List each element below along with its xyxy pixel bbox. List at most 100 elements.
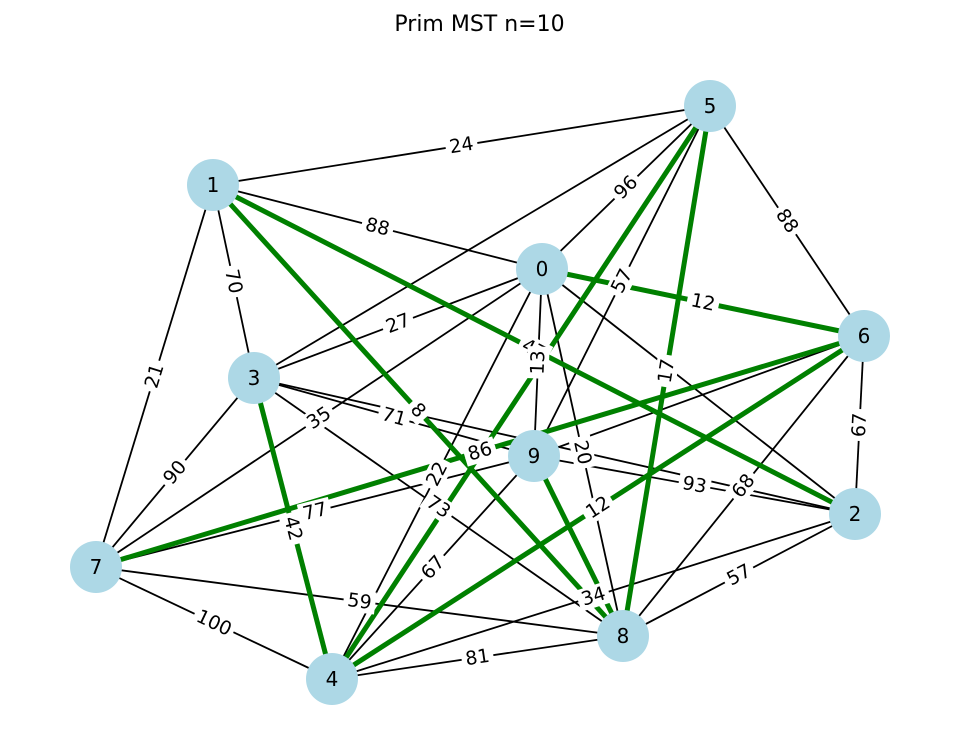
edge-label-4-8: 81 <box>460 644 495 671</box>
edge-label-7-8: 59 <box>342 588 377 615</box>
edge-weight-text: 24 <box>448 133 475 159</box>
edge-label-background <box>189 603 239 643</box>
edge-label-background <box>719 557 759 593</box>
edge-label-9-2: 93 <box>676 471 713 499</box>
edge-label-1-8: 8 <box>402 395 434 426</box>
edge-label-1-3: 70 <box>219 263 248 300</box>
edge-label-background <box>278 510 308 547</box>
edge-9-8-mst <box>531 454 626 638</box>
node-label: 8 <box>617 624 630 648</box>
edge-label-background <box>375 402 413 432</box>
node-circle <box>838 310 890 362</box>
edge-label-background <box>568 434 597 471</box>
node-2: 2 <box>829 488 881 540</box>
edge-0-2 <box>541 268 856 515</box>
edge-label-background <box>296 496 334 527</box>
edge-label-0-6: 12 <box>685 288 721 317</box>
edge-label-6-4: 12 <box>578 489 618 526</box>
edge-weight-text: 90 <box>159 456 191 489</box>
node-circle <box>829 488 881 540</box>
node-8: 8 <box>597 610 649 662</box>
edge-label-background <box>402 395 434 426</box>
node-label: 1 <box>207 173 220 197</box>
edge-weight-text: 13 <box>526 350 549 375</box>
edge-label-background <box>526 346 550 379</box>
edge-label-background <box>685 288 721 317</box>
node-1: 1 <box>187 159 239 211</box>
node-circle <box>508 430 560 482</box>
edge-label-background <box>768 201 806 241</box>
edge-weight-text: 67 <box>848 412 871 437</box>
edge-label-1-5: 24 <box>443 132 480 159</box>
edge-label-background <box>578 489 618 526</box>
edge-label-0-3: 27 <box>379 307 417 340</box>
edge-label-1-7: 21 <box>139 357 170 395</box>
edge-label-2-8: 57 <box>719 557 759 593</box>
edge-label-background <box>299 399 339 437</box>
edge-label-background <box>419 488 458 526</box>
edge-label-background <box>461 436 499 467</box>
node-label: 7 <box>90 555 103 579</box>
edge-label-7-4: 100 <box>189 603 239 643</box>
node-circle <box>187 159 239 211</box>
edge-label-background <box>414 548 452 587</box>
edge-label-0-7: 35 <box>299 399 339 437</box>
edge-label-background <box>219 263 248 300</box>
diagram-title: Prim MST n=10 <box>394 12 565 37</box>
node-label: 3 <box>248 366 261 390</box>
edge-weight-text: 12 <box>689 289 717 315</box>
edge-label-6-7: 86 <box>461 436 499 467</box>
edge-label-6-8: 68 <box>724 466 763 506</box>
node-label: 5 <box>704 94 717 118</box>
node-label: 0 <box>536 257 549 281</box>
edge-5-3 <box>253 105 711 379</box>
edge-label-background <box>156 453 194 492</box>
edge-weight-text: 17 <box>654 357 680 384</box>
edge-weight-text: 70 <box>220 267 247 295</box>
edge-label-background <box>724 466 763 506</box>
edge-5-4-mst <box>329 104 713 681</box>
edge-label-5-9: 57 <box>604 261 640 301</box>
edge-weight-text: 59 <box>346 589 373 614</box>
node-7: 7 <box>70 541 122 593</box>
edge-label-3-7: 90 <box>156 453 194 492</box>
edge-label-9-4: 67 <box>414 548 452 587</box>
edge-label-background <box>379 307 417 340</box>
edge-label-0-8: 20 <box>568 434 597 471</box>
edge-label-6-2: 67 <box>847 408 872 442</box>
edge-label-5-6: 88 <box>768 201 806 241</box>
edge-label-background <box>359 212 396 242</box>
edge-label-background <box>419 454 455 494</box>
edge-label-9-7: 77 <box>296 496 334 527</box>
node-circle <box>597 610 649 662</box>
node-label: 4 <box>326 667 339 691</box>
node-circle <box>306 653 358 705</box>
edge-label-background <box>342 588 377 615</box>
edge-label-5-8: 17 <box>653 353 680 389</box>
edge-label-background <box>653 353 680 389</box>
edge-label-background <box>606 168 646 207</box>
edge-label-background <box>460 644 495 671</box>
node-circle <box>228 352 280 404</box>
node-6: 6 <box>838 310 890 362</box>
edge-label-background <box>847 408 872 442</box>
edge-label-0-9: 13 <box>526 346 550 379</box>
node-3: 3 <box>228 352 280 404</box>
node-label: 2 <box>849 502 862 526</box>
edge-label-background <box>604 261 640 301</box>
node-circle <box>684 80 736 132</box>
edge-labels-layer: 2488702147896885717122713202235861267687… <box>139 132 872 671</box>
node-0: 0 <box>516 243 568 295</box>
edge-weight-text: 20 <box>569 438 596 466</box>
node-9: 9 <box>508 430 560 482</box>
node-4: 4 <box>306 653 358 705</box>
edge-label-1-0: 88 <box>359 212 396 242</box>
node-label: 9 <box>528 444 541 468</box>
edge-label-background <box>574 581 613 612</box>
node-5: 5 <box>684 80 736 132</box>
edge-label-background <box>676 471 713 499</box>
node-label: 6 <box>858 324 871 348</box>
